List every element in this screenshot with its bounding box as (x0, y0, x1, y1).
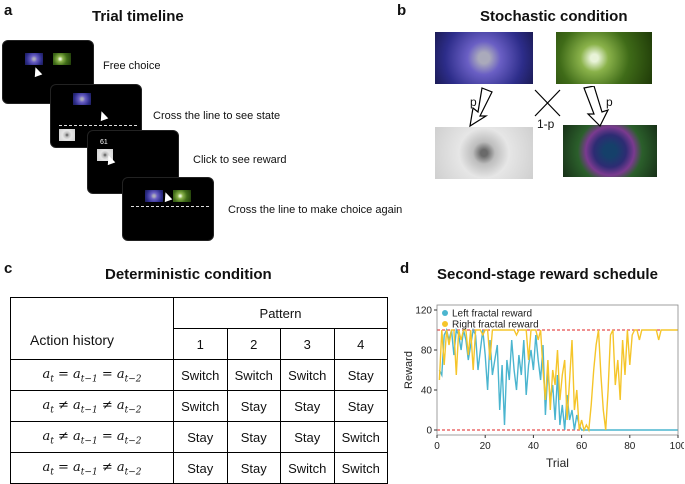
crossing-line (59, 125, 137, 126)
pattern-header: Pattern (173, 297, 388, 329)
panel-b-letter: b (397, 2, 407, 19)
x-tick-label: 40 (528, 441, 540, 452)
table-cell: Switch (173, 390, 228, 422)
table-cell: Switch (333, 452, 388, 484)
cursor-icon (31, 65, 43, 78)
y-axis-label: Reward (403, 351, 415, 389)
series-line-1 (438, 327, 678, 431)
crossing-line (131, 206, 209, 207)
table-cell: Switch (333, 421, 388, 453)
x-tick-label: 0 (434, 441, 440, 452)
table-cell: Stay (226, 390, 281, 422)
empty-header (10, 297, 174, 360)
plot-frame (436, 304, 679, 436)
pattern-number: 4 (333, 328, 388, 360)
reward-value: 61 (100, 139, 108, 146)
state-fractal-thumb (59, 129, 75, 141)
y-tick-label: 0 (426, 426, 432, 437)
cross-arrow-b (534, 89, 561, 117)
cursor-icon (104, 153, 116, 166)
table-cell: Stay (226, 421, 281, 453)
panel-c-title: Deterministic condition (105, 266, 272, 283)
y-tick-label: 80 (421, 346, 433, 357)
panel-c-letter: c (4, 260, 13, 277)
table-cell: Stay (333, 359, 388, 391)
pattern-number: 1 (173, 328, 228, 360)
right-fractal-thumb (173, 190, 191, 202)
pattern-number: 2 (226, 328, 281, 360)
table-cell: Switch (173, 359, 228, 391)
x-axis-label: Trial (546, 456, 569, 470)
arrow-right-down (583, 86, 610, 128)
x-tick-label: 80 (624, 441, 636, 452)
legend-marker-1 (442, 310, 448, 316)
action-history-row-3: at ≠ at−1 = at−2 (10, 421, 174, 453)
trial-screen-2 (50, 84, 142, 148)
table-cell: Switch (280, 359, 335, 391)
table-cell: Stay (280, 390, 335, 422)
y-tick-label: 40 (421, 386, 433, 397)
left-fractal-thumb (25, 53, 43, 65)
right-probability: p (606, 95, 613, 109)
y-tick-label: 120 (415, 306, 432, 317)
action-history-row-4: at = at−1 ≠ at−2 (10, 452, 174, 484)
step-click-reward: Click to see reward (193, 154, 287, 166)
cursor-icon (97, 109, 109, 122)
legend-label-2: Right fractal reward (452, 320, 539, 331)
cross-probability: 1-p (537, 117, 555, 130)
series-line-2 (438, 329, 678, 433)
action-history-row-2: at ≠ at−1 ≠ at−2 (10, 390, 174, 422)
second-stage-left-fractal (435, 127, 533, 179)
first-stage-right-fractal (556, 32, 652, 84)
step-cross-line-choice: Cross the line to make choice again (228, 204, 403, 216)
arrow-left-down (469, 87, 493, 128)
left-fractal-thumb (145, 190, 163, 202)
pattern-number: 3 (280, 328, 335, 360)
panel-a-letter: a (4, 2, 13, 19)
panel-d-letter: d (400, 260, 410, 277)
action-history-row-1: at = at−1 = at−2 (10, 359, 174, 391)
trial-screen-1 (2, 40, 94, 104)
left-probability: p (470, 95, 477, 109)
panel-a-title: Trial timeline (92, 8, 184, 25)
legend-marker-2 (442, 321, 448, 327)
x-tick-label: 100 (670, 441, 684, 452)
table-cell: Stay (333, 390, 388, 422)
transition-arrows: p 1-p p (469, 86, 613, 130)
table-cell: Stay (280, 421, 335, 453)
second-stage-right-fractal (563, 125, 657, 177)
legend-label-1: Left fractal reward (452, 309, 532, 320)
cursor-icon (161, 190, 173, 203)
step-free-choice: Free choice (103, 60, 161, 72)
left-fractal-thumb (73, 93, 91, 105)
table-cell: Stay (173, 421, 228, 453)
deterministic-table: Pattern 1 2 3 4 at = at−1 = at−2 Switch … (10, 297, 388, 484)
trial-screen-4 (122, 177, 214, 241)
table-cell: Stay (173, 452, 228, 484)
panel-d-title: Second-stage reward schedule (437, 266, 658, 283)
action-history-header: Action history (30, 332, 115, 348)
first-stage-left-fractal (435, 32, 533, 84)
table-cell: Stay (226, 452, 281, 484)
step-cross-line-state: Cross the line to see state (153, 110, 281, 122)
right-fractal-thumb (53, 53, 71, 65)
x-tick-label: 60 (576, 441, 588, 452)
x-tick-label: 20 (480, 441, 492, 452)
table-cell: Switch (226, 359, 281, 391)
panel-b-title: Stochastic condition (480, 8, 628, 25)
table-cell: Switch (280, 452, 335, 484)
state-fractal-thumb (97, 149, 113, 161)
